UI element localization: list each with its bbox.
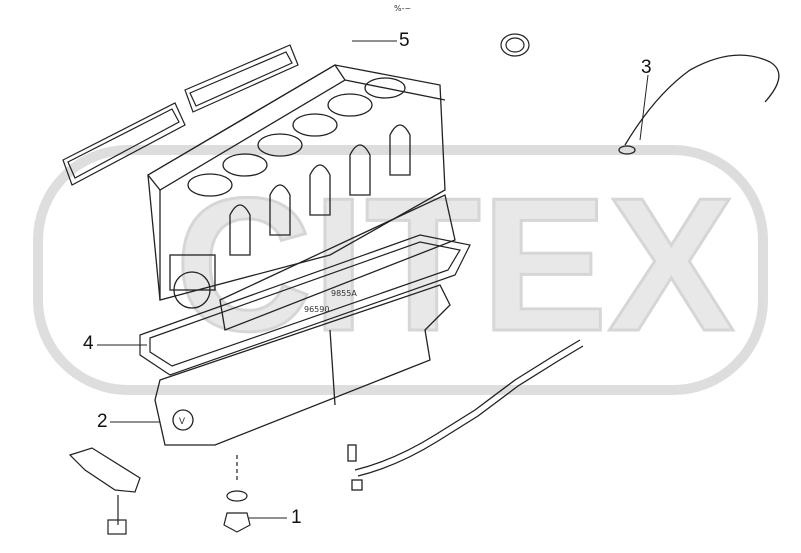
part-code-lower: 96590 — [304, 305, 329, 314]
oil-pan: V — [154, 284, 451, 446]
rear-seal — [500, 33, 530, 57]
drain-plug — [223, 455, 251, 533]
callout-5: 5 — [399, 30, 410, 51]
side-cover-gasket-upper — [184, 44, 299, 113]
callout-4: 4 — [83, 333, 94, 354]
callout-3: 3 — [641, 57, 652, 78]
leader-line-3 — [639, 74, 649, 141]
part-code-upper: 9855A — [331, 289, 357, 298]
callout-1: 1 — [291, 507, 302, 528]
leader-lines — [97, 40, 649, 519]
oil-pan-gasket — [139, 234, 471, 376]
header-mark: %-~ — [394, 4, 412, 13]
svg-text:CITEX: CITEX — [175, 159, 735, 371]
mounting-bracket — [68, 447, 141, 535]
side-cover-gasket-lower — [62, 102, 186, 186]
pan-marker-label: V — [179, 416, 185, 426]
callout-2: 2 — [97, 411, 108, 432]
watermark-logo: CITEX — [33, 145, 768, 395]
dipstick — [618, 54, 780, 155]
cylinder-block — [147, 64, 456, 331]
wiring-harness — [347, 339, 584, 491]
